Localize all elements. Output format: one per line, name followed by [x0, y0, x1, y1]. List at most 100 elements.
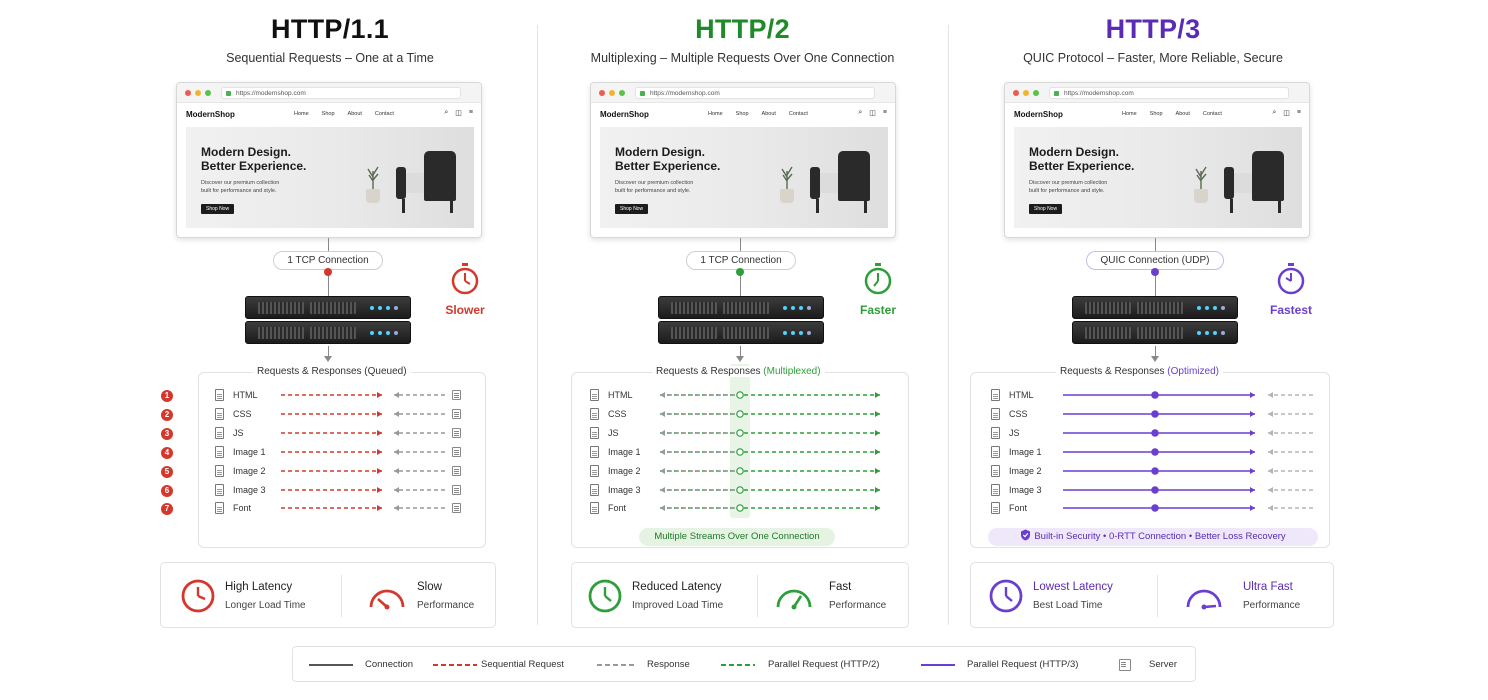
request-arrow [660, 468, 735, 474]
request-label: Image 3 [608, 485, 641, 495]
connection-line [740, 238, 741, 251]
request-label: JS [233, 428, 244, 438]
shop-now-button: Shop Now [201, 204, 235, 214]
legend-swatch [597, 664, 637, 666]
column-divider [537, 25, 538, 625]
file-icon [991, 465, 1000, 477]
browser-mockup: https://modernshop.com ModernShop Home S… [590, 82, 896, 238]
order-badge: 6 [161, 485, 173, 497]
site-nav-links: Home Shop About Contact [294, 111, 394, 117]
hero-heading-line2: Better Experience. [1029, 159, 1135, 173]
arrow-head [1151, 356, 1159, 362]
request-row: Image 3 [991, 484, 1051, 498]
request-row: HTML [991, 389, 1051, 403]
menu-icon: ≡ [1296, 109, 1301, 116]
request-arrow [1063, 391, 1255, 399]
server-icon [452, 466, 461, 476]
requests-title-prefix: Requests & Responses [257, 366, 362, 377]
stat-performance-title: Fast [829, 581, 852, 593]
hero-banner: Modern Design.Better Experience. Discove… [600, 127, 888, 228]
nav-link-shop: Shop [1149, 111, 1163, 117]
lock-icon [640, 91, 645, 96]
chair-leg [864, 199, 867, 213]
request-label: Image 2 [608, 466, 641, 476]
server-icon [452, 447, 461, 457]
server-icon [452, 428, 461, 438]
request-row: Image 3 [590, 484, 650, 498]
request-arrow [394, 411, 445, 417]
browser-mockup: https://modernshop.com ModernShop Home S… [1004, 82, 1310, 238]
request-arrow [1268, 449, 1313, 455]
request-label: HTML [608, 390, 633, 400]
nav-link-shop: Shop [735, 111, 749, 117]
column-title: HTTP/2 [695, 14, 790, 44]
streams-pill: Multiple Streams Over One Connection [639, 528, 835, 546]
requests-panel [970, 372, 1330, 548]
stopwatch-icon [1277, 263, 1305, 295]
bag-icon: ◫ [455, 110, 462, 117]
column-title: HTTP/3 [1105, 14, 1201, 44]
maximize-dot-icon [205, 90, 211, 96]
stat-separator [757, 575, 758, 617]
legend-swatch [921, 664, 955, 666]
stats-panel: High Latency Longer Load Time Slow Perfo… [160, 562, 496, 628]
features-pill-text: Built-in Security • 0-RTT Connection • B… [1034, 531, 1286, 542]
file-icon [590, 484, 599, 496]
speed-label: Fastest [1269, 303, 1313, 317]
server-icon [452, 409, 461, 419]
connection-dot [736, 268, 744, 276]
request-arrow [394, 505, 445, 511]
stat-performance-sub: Performance [829, 600, 887, 611]
request-arrow [660, 392, 735, 398]
column-title: HTTP/1.1 [271, 14, 389, 44]
stat-separator [341, 575, 342, 617]
legend-label: Response [647, 659, 690, 670]
request-arrow [1063, 429, 1255, 437]
close-dot-icon [1013, 90, 1019, 96]
browser-titlebar: https://modernshop.com [1005, 83, 1309, 103]
hero-heading-line2: Better Experience. [615, 159, 721, 173]
chair-leg [816, 199, 819, 213]
url-text: https://modernshop.com [236, 90, 306, 97]
speed-label: Slower [445, 303, 485, 317]
request-arrow [660, 505, 735, 511]
stat-latency-title: Lowest Latency [1033, 581, 1113, 593]
hero-text-line2: built for performance and style. [615, 188, 691, 194]
arrow-head [324, 356, 332, 362]
address-bar: https://modernshop.com [221, 87, 461, 99]
request-arrow [281, 505, 382, 511]
clock-icon [989, 579, 1023, 613]
requests-title: Requests & Responses (Multiplexed) [652, 366, 825, 377]
requests-title-prefix: Requests & Responses [656, 366, 761, 377]
request-row: Image 2 [590, 465, 650, 479]
site-navbar: ModernShop Home Shop About Contact ⌕◫≡ [591, 103, 895, 125]
order-badge: 1 [161, 390, 173, 402]
file-icon [590, 389, 599, 401]
arrow-head [736, 356, 744, 362]
nav-link-shop: Shop [321, 111, 335, 117]
request-label: HTML [1009, 390, 1034, 400]
plant-pot [1194, 189, 1208, 203]
request-arrow [660, 411, 735, 417]
legend-label: Parallel Request (HTTP/3) [967, 659, 1079, 670]
hero-text: Discover our premium collection built for… [615, 179, 725, 195]
server-icon [658, 296, 824, 346]
gauge-icon [369, 589, 405, 610]
search-icon: ⌕ [444, 109, 449, 116]
search-icon: ⌕ [1272, 109, 1277, 116]
request-arrow [1268, 411, 1313, 417]
site-nav-icons: ⌕◫≡ [444, 109, 473, 117]
request-label: Image 3 [233, 485, 266, 495]
request-row: HTML [590, 389, 650, 403]
file-icon [590, 446, 599, 458]
column-http3: HTTP/3 QUIC Protocol – Faster, More Reli… [968, 0, 1338, 640]
column-subtitle: QUIC Protocol – Faster, More Reliable, S… [1023, 51, 1283, 65]
browser-titlebar: https://modernshop.com [591, 83, 895, 103]
requests-title-suffix: (Multiplexed) [763, 366, 821, 377]
gauge-icon [776, 589, 812, 610]
request-row: CSS [215, 408, 275, 422]
menu-icon: ≡ [882, 109, 887, 116]
hero-text-line1: Discover our premium collection [615, 180, 694, 186]
column-subtitle: Multiplexing – Multiple Requests Over On… [590, 51, 895, 65]
